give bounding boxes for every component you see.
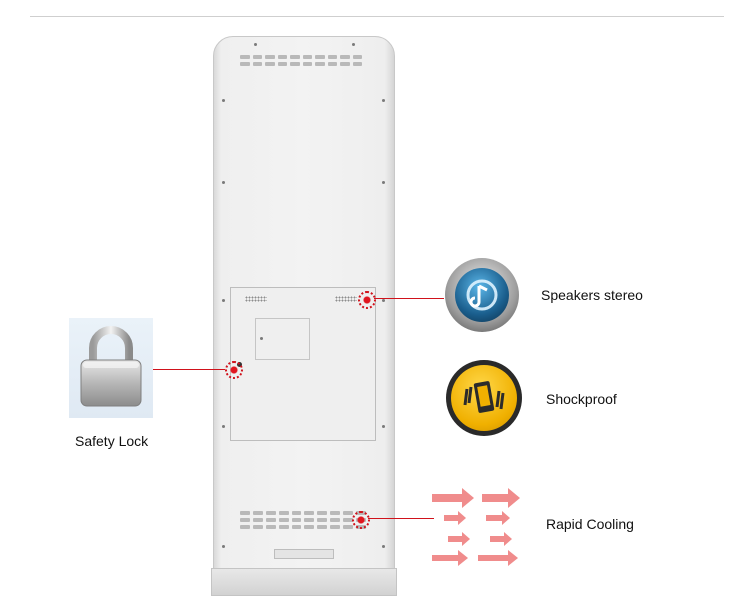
kiosk-base — [211, 568, 397, 596]
lock-hotspot — [225, 361, 243, 379]
speaker-grille-right — [335, 296, 357, 302]
speaker-grille-left — [245, 296, 267, 302]
speaker-music-icon — [445, 258, 519, 332]
kiosk-stand — [211, 36, 397, 596]
access-hatch — [255, 318, 310, 360]
bottom-vents — [240, 511, 366, 529]
speaker-hotspot — [358, 291, 376, 309]
safety-lock-label: Safety Lock — [75, 433, 149, 449]
lock-callout-line — [153, 369, 225, 370]
brand-plate — [274, 549, 334, 559]
padlock-icon — [69, 318, 153, 418]
airflow-arrows-icon — [432, 488, 528, 568]
speakers-stereo-label: Speakers stereo — [541, 287, 643, 303]
cooling-hotspot — [352, 511, 370, 529]
service-door — [230, 287, 376, 441]
top-divider — [30, 16, 724, 17]
top-vents — [240, 55, 362, 66]
speaker-callout-line — [374, 298, 444, 299]
cooling-callout-line — [368, 518, 434, 519]
phone-vibrate-icon — [446, 360, 522, 436]
shockproof-label: Shockproof — [546, 391, 617, 407]
rapid-cooling-label: Rapid Cooling — [546, 516, 634, 532]
